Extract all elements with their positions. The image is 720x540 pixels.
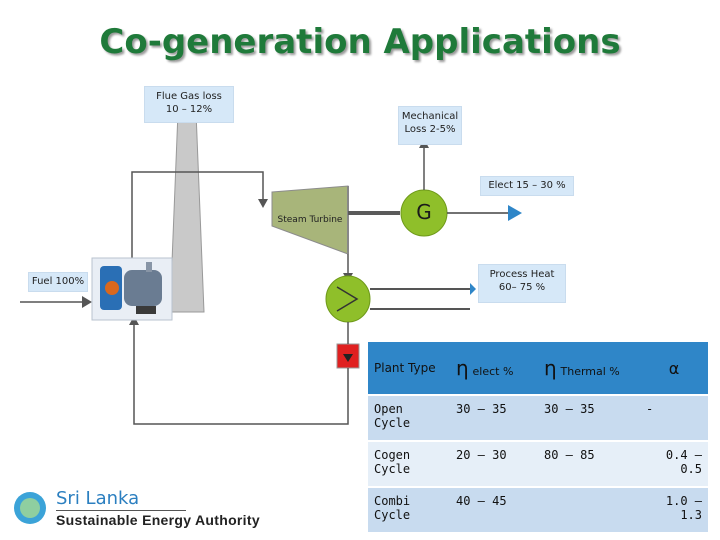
- header-alpha: α: [640, 342, 708, 396]
- cell-thermal: [538, 487, 640, 534]
- cell-elect: 40 – 45: [450, 487, 538, 534]
- process-heat-label: Process Heat 60– 75 %: [478, 264, 566, 303]
- efficiency-table: Plant Type η elect % η Thermal % α Open …: [368, 342, 708, 534]
- cell-plant: Cogen Cycle: [368, 441, 450, 488]
- table-row: Cogen Cycle 20 – 30 80 – 85 0.4 – 0.5: [368, 441, 708, 488]
- elect-label: Elect 15 – 30 %: [480, 176, 574, 196]
- process-heat-arrow: [470, 283, 476, 295]
- table-row: Open Cycle 30 – 35 30 – 35 -: [368, 395, 708, 442]
- page-title: Co-generation Applications: [99, 22, 621, 62]
- flue-gas-loss-label: Flue Gas loss 10 – 12%: [144, 86, 234, 123]
- generator-label: G: [416, 200, 432, 224]
- return-line: [133, 322, 349, 425]
- header-eta-thermal: η Thermal %: [538, 342, 640, 396]
- header-eta-elect: η elect %: [450, 342, 538, 396]
- mechanical-loss-label: Mechanical Loss 2-5%: [398, 106, 462, 145]
- table-row: Combi Cycle 40 – 45 1.0 – 1.3: [368, 487, 708, 534]
- steam-line: [131, 171, 264, 258]
- table-header-row: Plant Type η elect % η Thermal % α: [368, 342, 708, 396]
- logo-sri-lanka: Sri Lanka: [56, 488, 140, 509]
- cell-alpha: 1.0 – 1.3: [640, 487, 708, 534]
- fuel-label: Fuel 100%: [28, 272, 88, 292]
- logo-sea-name: Sustainable Energy Authority: [56, 512, 260, 528]
- logo-emblem: [14, 492, 46, 524]
- cell-elect: 20 – 30: [450, 441, 538, 488]
- cell-alpha: -: [640, 395, 708, 442]
- chimney: [169, 111, 205, 313]
- cell-thermal: 80 – 85: [538, 441, 640, 488]
- cell-alpha: 0.4 – 0.5: [640, 441, 708, 488]
- logo-divider: [56, 510, 186, 511]
- cell-plant: Combi Cycle: [368, 487, 450, 534]
- cell-thermal: 30 – 35: [538, 395, 640, 442]
- boiler-image: [91, 257, 173, 321]
- cell-plant: Open Cycle: [368, 395, 450, 442]
- header-plant-type: Plant Type: [368, 342, 450, 396]
- steam-turbine-label: Steam Turbine: [277, 215, 343, 225]
- heat-exchanger: [325, 275, 371, 323]
- cell-elect: 30 – 35: [450, 395, 538, 442]
